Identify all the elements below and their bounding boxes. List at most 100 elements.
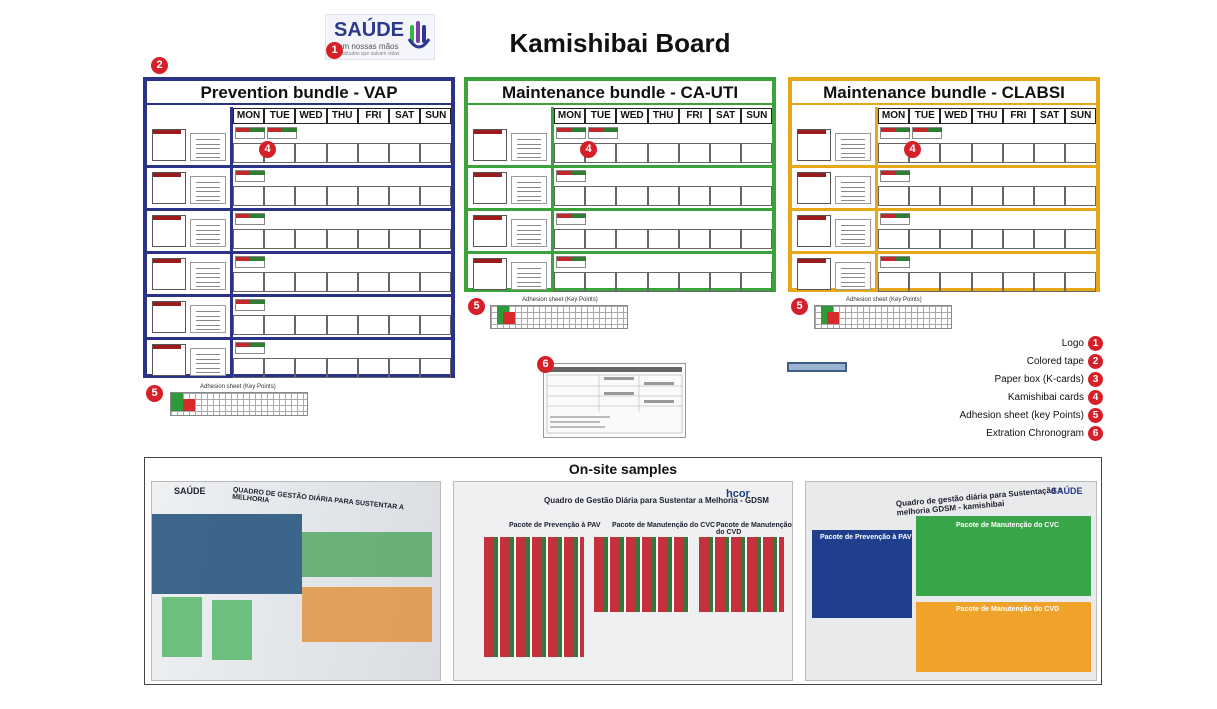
- day-cell[interactable]: [1002, 229, 1034, 249]
- day-cell[interactable]: [295, 143, 327, 163]
- day-cell[interactable]: [710, 186, 742, 206]
- day-cell[interactable]: [389, 315, 421, 335]
- day-cell[interactable]: [420, 315, 452, 335]
- day-cell[interactable]: [878, 186, 910, 206]
- day-cell[interactable]: [357, 186, 389, 206]
- day-cell[interactable]: [585, 186, 617, 206]
- day-cell[interactable]: [295, 186, 327, 206]
- day-cell[interactable]: [909, 186, 941, 206]
- day-cell[interactable]: [295, 315, 327, 335]
- day-cell[interactable]: [971, 229, 1003, 249]
- day-cell[interactable]: [647, 143, 679, 163]
- day-cell[interactable]: [326, 358, 358, 378]
- day-cell[interactable]: [1034, 143, 1066, 163]
- day-cell[interactable]: [585, 229, 617, 249]
- day-cell[interactable]: [647, 186, 679, 206]
- day-cell[interactable]: [940, 143, 972, 163]
- day-cell[interactable]: [295, 272, 327, 292]
- day-cell[interactable]: [420, 186, 452, 206]
- day-cell[interactable]: [233, 358, 265, 378]
- kamishibai-card[interactable]: [588, 127, 618, 139]
- day-cell[interactable]: [420, 358, 452, 378]
- day-cell[interactable]: [554, 186, 586, 206]
- day-cell[interactable]: [1002, 186, 1034, 206]
- day-cell[interactable]: [233, 229, 265, 249]
- day-cell[interactable]: [1065, 186, 1097, 206]
- day-cell[interactable]: [389, 229, 421, 249]
- day-cell[interactable]: [420, 229, 452, 249]
- day-cell[interactable]: [357, 143, 389, 163]
- day-cell[interactable]: [971, 186, 1003, 206]
- day-cell[interactable]: [326, 229, 358, 249]
- day-cell[interactable]: [357, 272, 389, 292]
- day-cell[interactable]: [678, 186, 710, 206]
- day-cell[interactable]: [647, 272, 679, 292]
- day-cell[interactable]: [389, 143, 421, 163]
- day-cell[interactable]: [878, 229, 910, 249]
- day-cell[interactable]: [1034, 272, 1066, 292]
- day-cell[interactable]: [326, 272, 358, 292]
- day-cell[interactable]: [233, 315, 265, 335]
- day-cell[interactable]: [741, 229, 773, 249]
- day-cell[interactable]: [741, 272, 773, 292]
- day-cell[interactable]: [1065, 229, 1097, 249]
- day-cell[interactable]: [940, 272, 972, 292]
- day-cell[interactable]: [878, 272, 910, 292]
- day-cell[interactable]: [420, 272, 452, 292]
- kamishibai-card[interactable]: [235, 299, 265, 311]
- kamishibai-card[interactable]: [556, 256, 586, 268]
- day-cell[interactable]: [1065, 143, 1097, 163]
- day-cell[interactable]: [741, 186, 773, 206]
- kamishibai-card[interactable]: [556, 213, 586, 225]
- day-cell[interactable]: [264, 315, 296, 335]
- kamishibai-card[interactable]: [880, 127, 910, 139]
- kamishibai-card[interactable]: [235, 127, 265, 139]
- kamishibai-card[interactable]: [880, 256, 910, 268]
- day-cell[interactable]: [616, 272, 648, 292]
- kamishibai-card[interactable]: [880, 213, 910, 225]
- day-cell[interactable]: [295, 358, 327, 378]
- day-cell[interactable]: [909, 272, 941, 292]
- day-cell[interactable]: [678, 143, 710, 163]
- kamishibai-card[interactable]: [556, 170, 586, 182]
- day-cell[interactable]: [264, 272, 296, 292]
- day-cell[interactable]: [971, 272, 1003, 292]
- day-cell[interactable]: [326, 315, 358, 335]
- day-cell[interactable]: [741, 143, 773, 163]
- day-cell[interactable]: [1034, 186, 1066, 206]
- day-cell[interactable]: [1002, 143, 1034, 163]
- day-cell[interactable]: [616, 186, 648, 206]
- day-cell[interactable]: [233, 186, 265, 206]
- day-cell[interactable]: [909, 229, 941, 249]
- day-cell[interactable]: [420, 143, 452, 163]
- kamishibai-card[interactable]: [235, 256, 265, 268]
- day-cell[interactable]: [940, 186, 972, 206]
- day-cell[interactable]: [940, 229, 972, 249]
- day-cell[interactable]: [710, 272, 742, 292]
- day-cell[interactable]: [647, 229, 679, 249]
- day-cell[interactable]: [389, 272, 421, 292]
- day-cell[interactable]: [554, 272, 586, 292]
- day-cell[interactable]: [554, 229, 586, 249]
- day-cell[interactable]: [1002, 272, 1034, 292]
- day-cell[interactable]: [295, 229, 327, 249]
- day-cell[interactable]: [389, 358, 421, 378]
- kamishibai-card[interactable]: [235, 213, 265, 225]
- day-cell[interactable]: [1034, 229, 1066, 249]
- day-cell[interactable]: [678, 272, 710, 292]
- kamishibai-card[interactable]: [267, 127, 297, 139]
- day-cell[interactable]: [585, 272, 617, 292]
- day-cell[interactable]: [678, 229, 710, 249]
- day-cell[interactable]: [326, 186, 358, 206]
- kamishibai-card[interactable]: [912, 127, 942, 139]
- day-cell[interactable]: [710, 229, 742, 249]
- day-cell[interactable]: [357, 358, 389, 378]
- day-cell[interactable]: [1065, 272, 1097, 292]
- day-cell[interactable]: [971, 143, 1003, 163]
- day-cell[interactable]: [264, 186, 296, 206]
- day-cell[interactable]: [616, 143, 648, 163]
- day-cell[interactable]: [616, 229, 648, 249]
- day-cell[interactable]: [264, 358, 296, 378]
- kamishibai-card[interactable]: [556, 127, 586, 139]
- day-cell[interactable]: [710, 143, 742, 163]
